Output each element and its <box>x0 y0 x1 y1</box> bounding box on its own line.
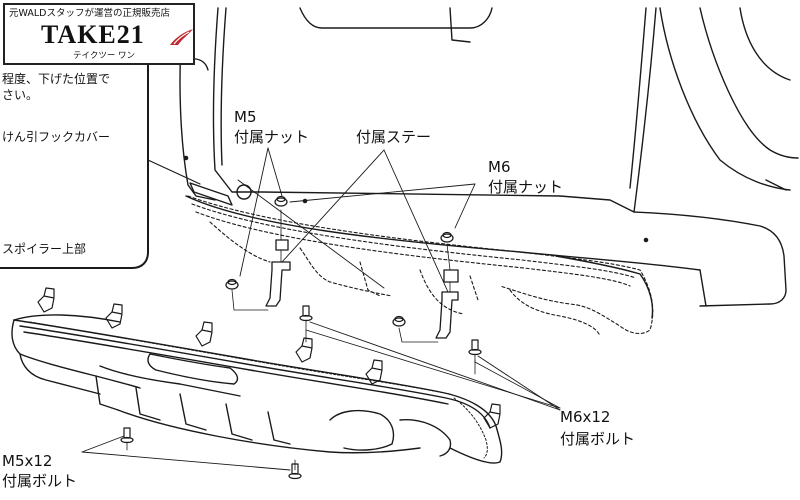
m5-bolt-label: 付属ボルト <box>2 472 78 490</box>
m5-nut-label: 付属ナット <box>234 128 310 146</box>
m6-nut-size-label: M6 <box>488 158 511 176</box>
m6-bolt-size-label: M6x12 <box>560 408 611 426</box>
m6-bolt-label: 付属ボルト <box>560 430 636 448</box>
rear-diffuser-part <box>11 314 503 464</box>
logo-brand: TAKE21 <box>41 20 145 49</box>
m5-bolt-size-label: M5x12 <box>2 452 53 470</box>
instruction-line-1: 程度、下げた位置で <box>2 72 111 86</box>
swoosh-logo-icon <box>170 29 193 45</box>
instruction-box-outline <box>0 39 149 269</box>
stay-label: 付属ステー <box>356 128 432 146</box>
instruction-line-2: さい。 <box>2 88 39 102</box>
instruction-line-3: けん引フックカバー <box>2 130 111 144</box>
spoiler-position-dashed <box>187 195 654 337</box>
instruction-line-4: スポイラー上部 <box>2 242 87 256</box>
clip-fasteners <box>37 287 501 429</box>
logo-reading: テイクツー ワン <box>73 51 136 61</box>
m6-nut-label: 付属ナット <box>488 178 564 196</box>
logo-tagline: 元WALDスタッフが運営の正規販売店 <box>9 8 170 19</box>
store-logo: 元WALDスタッフが運営の正規販売店 TAKE21 テイクツー ワン <box>3 3 195 65</box>
nuts <box>225 195 454 327</box>
mounting-stays <box>265 239 459 339</box>
bolts <box>120 305 482 480</box>
m5-nut-size-label: M5 <box>234 108 257 126</box>
